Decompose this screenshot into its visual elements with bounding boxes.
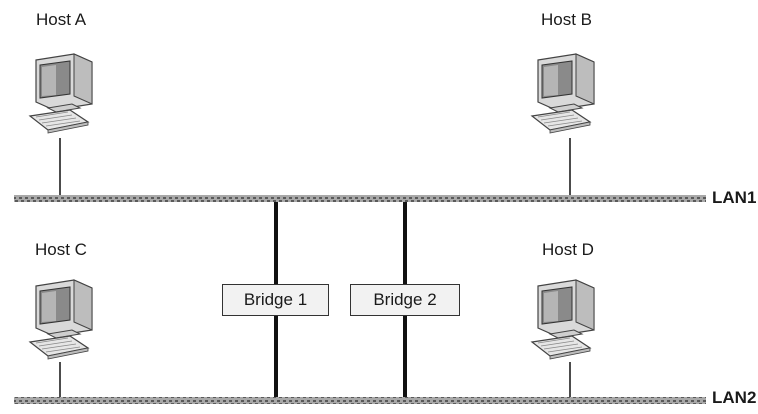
desktop-computer-icon: [531, 279, 595, 360]
host-d-label: Host D: [542, 240, 594, 259]
host-c-label: Host C: [35, 240, 87, 259]
lan2-cable: [14, 397, 706, 404]
bridge-2: Bridge 2: [350, 284, 460, 316]
desktop-computer-icon: [29, 279, 93, 360]
lan1-cable: [14, 195, 706, 202]
host-a-label: Host A: [36, 10, 87, 29]
lan2-label: LAN2: [712, 388, 757, 407]
desktop-computer-icon: [531, 53, 595, 134]
host-b-label: Host B: [541, 10, 593, 29]
bridge-1: Bridge 1: [222, 284, 329, 316]
desktop-computer-icon: [29, 53, 93, 134]
lan1-label: LAN1: [712, 188, 757, 207]
